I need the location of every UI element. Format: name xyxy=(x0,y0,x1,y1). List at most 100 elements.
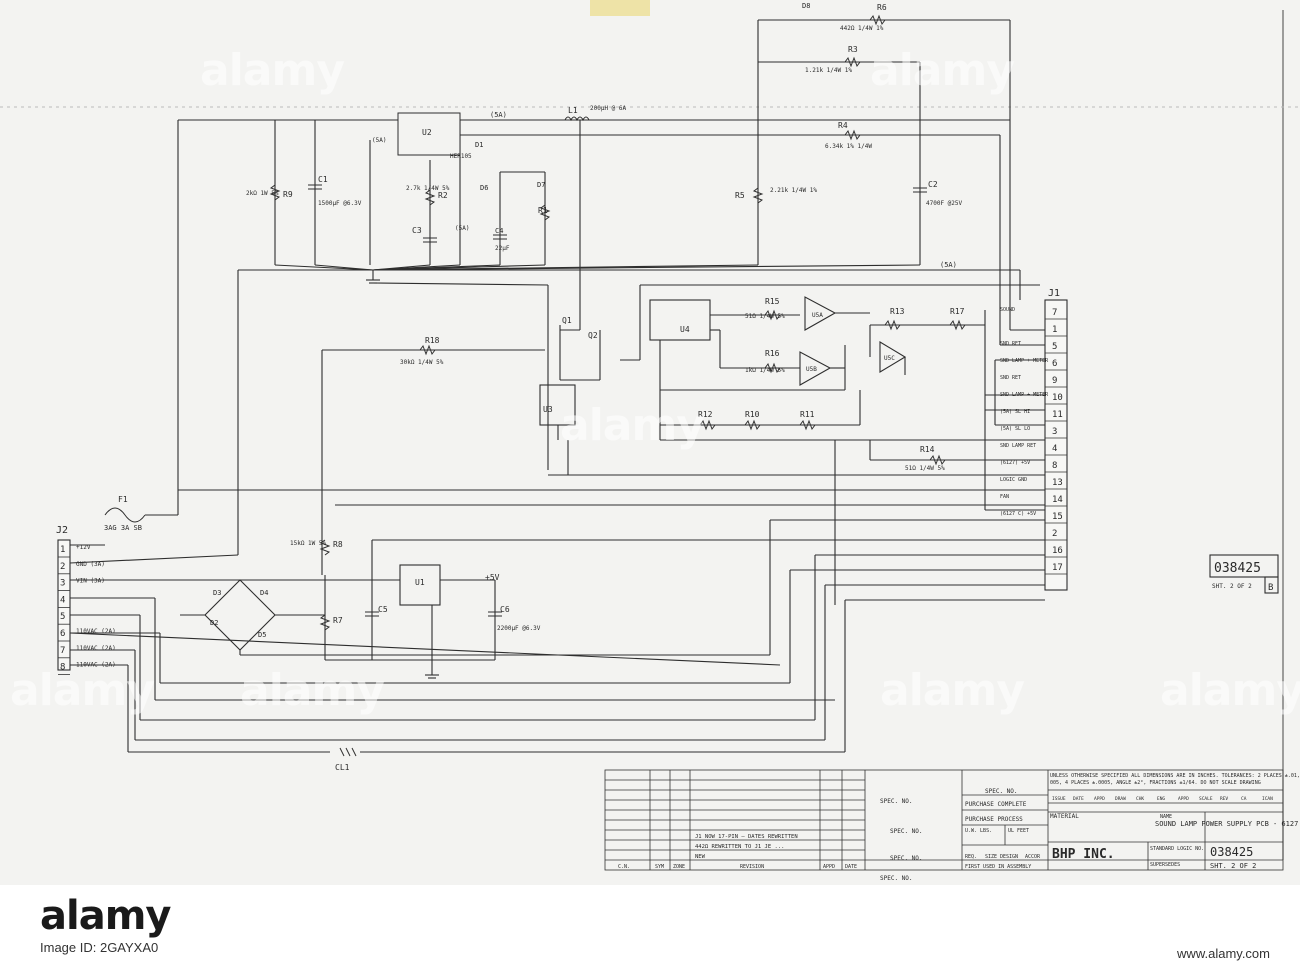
label-Q2: Q2 xyxy=(588,331,598,340)
label-R15-val: 51Ω 1/4W 5% xyxy=(745,313,785,320)
j2-pin-label: VIN (3A) xyxy=(76,578,105,585)
label-R18-val: 30kΩ 1/4W 5% xyxy=(400,359,444,366)
watermark: alamy xyxy=(10,665,155,716)
label-5A-gnd: (5A) xyxy=(455,225,469,232)
j1-pin-label: (6127 C) +5V xyxy=(1000,511,1036,517)
tb-sheet: SHT. 2 OF 2 xyxy=(1210,862,1256,870)
label-R5: R5 xyxy=(735,191,745,200)
label-D3: D3 xyxy=(213,589,221,597)
tb-doc-number: 038425 xyxy=(1210,845,1253,859)
label-F1: F1 xyxy=(118,495,128,504)
tb-revision-row: 442Ω REWRITTEN TO J1 JE ... xyxy=(695,844,784,850)
j1-pin-number: 14 xyxy=(1052,495,1063,505)
tb-col-header: REV xyxy=(1220,796,1228,802)
tb-col-header: DRAW xyxy=(1115,796,1126,802)
j1-pin-label: (5A) SL HI xyxy=(1000,409,1030,415)
label-D1: D1 xyxy=(475,141,483,149)
j2-pin-number: 4 xyxy=(60,595,65,605)
label-R14-val: 51Ω 1/4W 5% xyxy=(905,465,945,472)
j1-pin-label: FAN xyxy=(1000,494,1009,500)
j1-pin-number: 7 xyxy=(1052,308,1057,318)
label-R13: R13 xyxy=(890,307,905,316)
tb-size: SIZE xyxy=(985,854,997,860)
label-R11: R11 xyxy=(800,410,815,419)
tb-revision-header: REVISION xyxy=(740,864,764,870)
j1-pin-number: 8 xyxy=(1052,461,1057,471)
label-R2: R2 xyxy=(438,191,448,200)
j2-pin-number: 8 xyxy=(60,663,65,673)
j1-pin-number: 4 xyxy=(1052,444,1057,454)
label-C4: C4 xyxy=(495,227,503,235)
label-R17: R17 xyxy=(950,307,965,316)
tb-notes: UNLESS OTHERWISE SPECIFIED ALL DIMENSION… xyxy=(1050,773,1300,786)
stock-image-id: Image ID: 2GAYXA0 xyxy=(40,940,159,955)
label-R9-val: 2kΩ 1W 5% xyxy=(246,190,279,197)
watermark: alamy xyxy=(240,665,385,716)
watermark: alamy xyxy=(200,45,345,96)
label-D1-val: HER105 xyxy=(450,153,472,160)
label-U5C: U5C xyxy=(884,355,895,362)
revision-letter: B xyxy=(1268,583,1273,593)
label-C3: C3 xyxy=(412,226,422,235)
label-R16: R16 xyxy=(765,349,780,358)
label-R6: R6 xyxy=(877,3,887,12)
label-R2-val: 2.7k 1/4W 5% xyxy=(406,185,450,192)
j2-pin-number: 5 xyxy=(60,612,65,622)
j1-pin-label: (5A) SL LO xyxy=(1000,426,1030,432)
tb-col-header: APPD xyxy=(1178,796,1189,802)
j2-pin-label: 110VAC (2A) xyxy=(76,628,116,635)
tb-revision-header: APPD xyxy=(823,864,835,870)
title-block: UNLESS OTHERWISE SPECIFIED ALL DIMENSION… xyxy=(618,773,1300,882)
stock-url: www.alamy.com xyxy=(1177,946,1270,961)
j1-pin-label: SND LAMP + METER xyxy=(1000,392,1049,398)
title-block-grid xyxy=(604,769,1284,871)
tb-col-header: SCALE xyxy=(1199,796,1213,802)
label-R3-val: 1.21k 1/4W 1% xyxy=(805,67,852,74)
tb-revision-row: NEW xyxy=(695,854,706,860)
label-J1: J1 xyxy=(1048,288,1060,299)
tb-purchase-complete: PURCHASE COMPLETE xyxy=(965,801,1027,808)
tb-spec-no-1: SPEC. NO. xyxy=(880,798,913,805)
label-D5: D5 xyxy=(258,631,266,639)
j2-pin-number: 7 xyxy=(60,646,65,656)
j1-pin-number: 9 xyxy=(1052,376,1057,386)
j2-pin-number: 2 xyxy=(60,562,65,572)
wires xyxy=(0,10,1300,860)
tb-col-header: ENG xyxy=(1157,796,1165,802)
tb-spec-no-3: SPEC. NO. xyxy=(890,855,923,862)
company-logo: BHP INC. xyxy=(1052,847,1115,862)
label-R5-val: 2.21k 1/4W 1% xyxy=(770,187,817,194)
tb-col-header: APPD xyxy=(1094,796,1105,802)
tb-col-header: DATE xyxy=(1073,796,1084,802)
tb-name-value: SOUND LAMP POWER SUPPLY PCB - 6127 xyxy=(1155,820,1298,828)
j2-pin-label: GND (3A) xyxy=(76,561,105,568)
label-R9: R9 xyxy=(283,190,293,199)
label-U3: U3 xyxy=(543,405,553,414)
label-L1-val: 200μH @ 6A xyxy=(590,105,627,112)
label-R10: R10 xyxy=(745,410,760,419)
tb-revision-header: SYM xyxy=(655,864,664,870)
j1-pin-number: 10 xyxy=(1052,393,1063,403)
j2-pin-number: 6 xyxy=(60,629,65,639)
label-C4-val: 22μF xyxy=(495,245,510,252)
tb-spec-no-4: SPEC. NO. xyxy=(880,875,913,882)
sheet-label: SHT. 2 OF 2 xyxy=(1212,583,1252,590)
label-C6: C6 xyxy=(500,605,510,614)
j1-pin-number: 6 xyxy=(1052,359,1057,369)
label-R7: R7 xyxy=(333,616,343,625)
tb-spec-no: SPEC. NO. xyxy=(985,788,1018,795)
label-C5: C5 xyxy=(378,605,388,614)
j1-pin-label: SND LAMP + METER xyxy=(1000,358,1049,364)
j1-pin-label: SOUND xyxy=(1000,307,1015,313)
j1-pin-number: 16 xyxy=(1052,546,1063,556)
label-R4-val: 6.34k 1% 1/4W xyxy=(825,143,872,150)
j1-pin-number: 5 xyxy=(1052,342,1057,352)
label-F1-spec: 3AG 3A SB xyxy=(104,524,142,532)
j1-pin-number: 2 xyxy=(1052,529,1057,539)
label-C2-val: 4700F @25V xyxy=(926,200,963,207)
j1-pin-number: 3 xyxy=(1052,427,1057,437)
label-C6-val: 2200μF @6.3V xyxy=(497,625,541,632)
j1-pin-label: SND RET xyxy=(1000,375,1021,381)
tb-material: MATERIAL xyxy=(1050,813,1079,820)
